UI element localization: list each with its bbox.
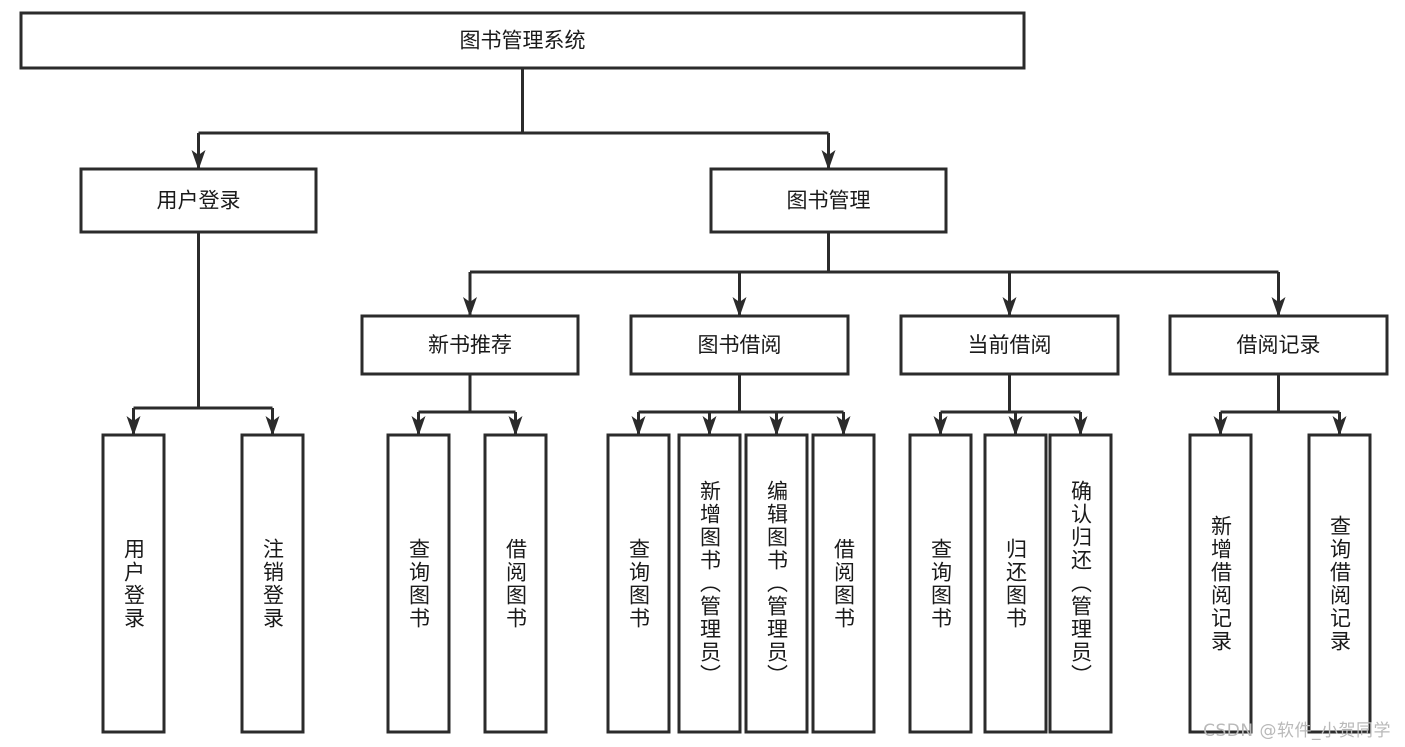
node-current-borrow-label: 当前借阅 [968,333,1052,357]
arrow-head-icon [1073,416,1088,436]
node-leaf-borrow-book-1[interactable] [483,433,548,734]
node-book-manage[interactable]: 图书管理 [709,167,948,234]
node-new-book-rec[interactable]: 新书推荐 [360,314,580,376]
arrow-head-icon [1213,416,1228,436]
arrow-head-icon [126,416,141,436]
node-borrow-record[interactable]: 借阅记录 [1168,314,1389,376]
node-leaf-query-record-rect[interactable] [1307,433,1372,734]
arrow-head-icon [1332,416,1347,436]
arrow-head-icon [1271,297,1286,317]
connectors-layer [126,68,1347,436]
arrow-head-icon [631,416,646,436]
node-book-manage-label: 图书管理 [787,189,871,213]
arrow-head-icon [933,416,948,436]
arrow-head-icon [508,416,523,436]
arrow-head-icon [411,416,426,436]
node-user-login[interactable]: 用户登录 [79,167,318,234]
node-leaf-borrow-book-2[interactable] [811,433,876,734]
node-new-book-rec-rect[interactable] [360,314,580,376]
node-leaf-user-login[interactable] [101,433,166,734]
arrow-head-icon [1002,297,1017,317]
node-leaf-query-book-3[interactable] [908,433,973,734]
node-leaf-return-book[interactable] [983,433,1048,734]
arrow-head-icon [463,297,477,317]
arrow-head-icon [702,416,717,436]
node-current-borrow-rect[interactable] [899,314,1120,376]
arrow-head-icon [836,416,851,436]
node-leaf-add-record[interactable] [1188,433,1253,734]
node-user-login-rect[interactable] [79,167,318,234]
node-leaf-user-logout[interactable] [240,433,305,734]
node-leaf-return-book-rect[interactable] [983,433,1048,734]
node-leaf-add-record-rect[interactable] [1188,433,1253,734]
node-root-book-management-system-label: 图书管理系统 [460,29,586,53]
node-book-borrow[interactable]: 图书借阅 [629,314,850,376]
node-leaf-user-login-rect[interactable] [101,433,166,734]
node-leaf-add-book-rect[interactable] [677,433,742,734]
arrow-head-icon [191,150,206,170]
arrow-head-icon [732,297,747,317]
node-borrow-record-label: 借阅记录 [1237,333,1321,357]
node-leaf-query-book-1-rect[interactable] [386,433,451,734]
node-leaf-edit-book[interactable] [744,433,809,734]
node-leaf-query-book-3-rect[interactable] [908,433,973,734]
node-borrow-record-rect[interactable] [1168,314,1389,376]
node-new-book-rec-label: 新书推荐 [428,333,512,357]
node-leaf-query-book-1[interactable] [386,433,451,734]
node-leaf-query-book-2[interactable] [606,433,671,734]
node-leaf-borrow-book-1-rect[interactable] [483,433,548,734]
watermark-label: CSDN @软件_小贺同学 [1203,721,1391,741]
node-leaf-add-book[interactable] [677,433,742,734]
arrow-head-icon [1008,416,1023,436]
node-book-manage-rect[interactable] [709,167,948,234]
node-leaf-confirm-return[interactable] [1048,433,1113,734]
node-root-book-management-system[interactable]: 图书管理系统 [19,11,1026,70]
arrow-head-icon [769,416,784,436]
node-leaf-query-book-2-rect[interactable] [606,433,671,734]
arrow-head-icon [265,416,280,436]
node-leaf-edit-book-rect[interactable] [744,433,809,734]
node-leaf-user-logout-rect[interactable] [240,433,305,734]
node-book-borrow-label: 图书借阅 [698,333,782,357]
node-user-login-label: 用户登录 [157,189,241,213]
node-current-borrow[interactable]: 当前借阅 [899,314,1120,376]
node-leaf-confirm-return-rect[interactable] [1048,433,1113,734]
arrow-head-icon [821,150,836,170]
node-book-borrow-rect[interactable] [629,314,850,376]
node-leaf-query-record[interactable] [1307,433,1372,734]
node-leaf-borrow-book-2-rect[interactable] [811,433,876,734]
node-root-book-management-system-rect[interactable] [19,11,1026,70]
